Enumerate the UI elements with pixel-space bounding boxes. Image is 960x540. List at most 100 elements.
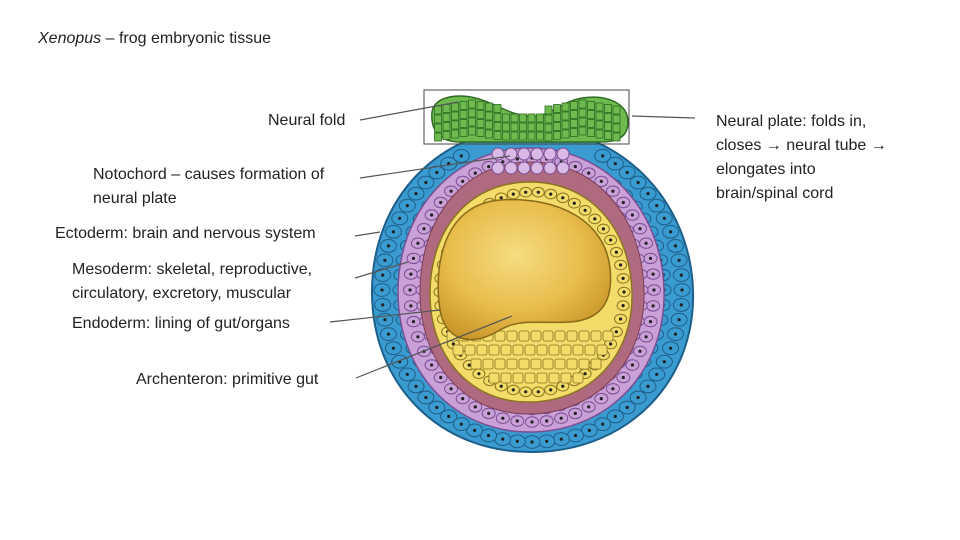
endoderm-cell-nucleus — [561, 384, 565, 388]
neural-plate-cell — [612, 114, 621, 124]
endoderm-cell — [506, 330, 518, 342]
ectoderm-cell-nucleus — [398, 216, 402, 220]
ectoderm-cell-nucleus — [414, 384, 418, 388]
endoderm-cell-nucleus — [621, 304, 625, 308]
neural-plate-cell — [493, 104, 502, 113]
endoderm-cell-nucleus — [524, 390, 528, 394]
endoderm-cell — [602, 330, 614, 342]
ectoderm-cell-nucleus — [414, 192, 418, 196]
mesoderm-cell-nucleus — [515, 157, 519, 161]
endoderm-cell-nucleus — [536, 390, 540, 394]
neural-plate-cell — [544, 132, 553, 142]
endoderm-cell — [530, 358, 542, 370]
leader-notochord — [359, 155, 511, 179]
notochord-cell — [543, 147, 557, 161]
endoderm-cell — [572, 344, 584, 356]
neural-plate-cell — [570, 119, 578, 128]
endoderm-cell — [524, 344, 536, 356]
neural-plate-cell — [544, 105, 553, 115]
neural-region-box — [423, 89, 630, 145]
ectoderm-cell-nucleus — [545, 439, 549, 443]
archenteron — [437, 198, 612, 341]
endoderm-cell — [464, 344, 476, 356]
neural-plate-cell — [527, 131, 536, 141]
neural-plate-cell — [451, 120, 459, 130]
mesoderm-cell-nucleus — [430, 213, 434, 217]
endoderm-cell — [500, 372, 512, 384]
leader-neural-plate — [631, 115, 696, 119]
endoderm-cell-nucleus — [583, 208, 587, 212]
neural-plate-cell — [578, 108, 587, 118]
ectoderm-cell-nucleus — [636, 395, 640, 400]
ectoderm-cell-nucleus — [435, 170, 439, 175]
endoderm-cell — [548, 344, 560, 356]
ectoderm-cell-nucleus — [655, 204, 659, 208]
neural-plate-cell — [476, 101, 485, 110]
label-neural-plate-line2: closes → neural tube → — [716, 137, 887, 154]
endoderm-cell — [554, 330, 566, 342]
neural-plate-cell — [434, 123, 442, 133]
endoderm-cell — [506, 358, 518, 370]
neural-plate-cell — [553, 122, 561, 131]
neural-plate-cell — [519, 131, 527, 141]
neural-plate-cell — [468, 126, 476, 136]
neural-plate-cell — [587, 128, 595, 137]
ectoderm-cell-nucleus — [662, 216, 666, 220]
ectoderm-cell-nucleus — [613, 162, 617, 166]
neural-plate-cell — [561, 129, 570, 139]
neural-plate-cell — [604, 104, 612, 113]
endoderm-cell — [512, 372, 524, 384]
neural-plate-cell — [578, 99, 587, 109]
endoderm-cell — [524, 372, 536, 384]
mesoderm-cell-nucleus — [408, 288, 412, 292]
endoderm-cell — [536, 344, 548, 356]
ectoderm-cell-nucleus — [679, 273, 683, 277]
mesoderm-cell-nucleus — [439, 200, 443, 205]
neural-plate-cell — [595, 111, 604, 121]
neural-plate-cell — [553, 131, 561, 140]
neural-plate-cell — [612, 105, 621, 115]
endoderm-cell — [488, 372, 500, 384]
endoderm-cell-nucleus — [467, 363, 471, 367]
leader-mesoderm — [354, 261, 409, 279]
neural-plate-cell — [519, 122, 527, 132]
leader-neural-fold — [359, 101, 459, 121]
label-ectoderm: Ectoderm: brain and nervous system — [55, 225, 316, 242]
neural-plate-cell — [553, 104, 561, 113]
label-mesoderm-line2: circulatory, excretory, muscular — [72, 285, 292, 302]
mesoderm-cell-nucleus — [515, 419, 519, 423]
endoderm-cell — [452, 344, 464, 356]
neural-plate-cell — [570, 110, 578, 119]
neural-plate-cell — [595, 120, 604, 130]
endoderm-cell — [578, 358, 590, 370]
ectoderm-cell-nucleus — [459, 422, 463, 426]
neural-plate-cell — [451, 111, 459, 121]
neural-plate-cell — [561, 102, 570, 112]
mesoderm-cell-nucleus — [611, 189, 615, 193]
neural-plate-cell — [451, 129, 459, 139]
neural-plate-cell — [485, 129, 493, 139]
leader-archenteron — [355, 315, 513, 379]
ectoderm-cell-nucleus — [405, 372, 409, 376]
ectoderm-cell-nucleus — [486, 433, 491, 438]
neural-plate-cell — [468, 108, 476, 118]
neural-plate-cell — [468, 117, 476, 127]
mesoderm-cell-nucleus — [473, 405, 477, 409]
ectoderm-cell-nucleus — [424, 395, 428, 400]
neural-plate-cell — [578, 117, 587, 127]
mesoderm-cell-nucleus — [573, 165, 577, 169]
endoderm-cell — [548, 372, 560, 384]
mesoderm-cell-nucleus — [638, 349, 642, 353]
leader-endoderm — [329, 309, 441, 323]
mesoderm-cell-nucleus — [416, 241, 420, 245]
endoderm-cell — [554, 358, 566, 370]
neural-plate-cell — [485, 102, 493, 112]
label-notochord-line2: neural plate — [93, 190, 177, 207]
ectoderm-cell-nucleus — [673, 244, 678, 248]
ectoderm-cell-nucleus — [669, 230, 673, 234]
notochord-cell — [517, 161, 531, 175]
mesoderm-cell-nucleus — [573, 411, 577, 415]
mesoderm-cell-nucleus — [487, 411, 491, 415]
mesoderm-cell-nucleus — [559, 416, 563, 420]
mesoderm-cell-nucleus — [411, 320, 416, 324]
